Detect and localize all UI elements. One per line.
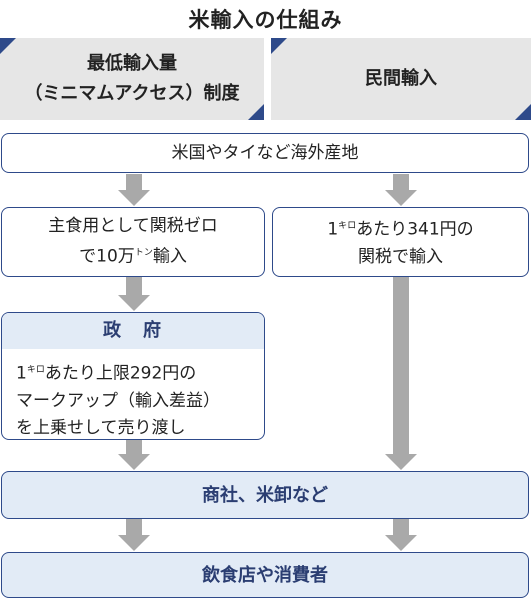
corner-triangle-decoration [271,38,287,54]
zero-tariff-line1: 主食用として関税ゼロ [48,216,218,237]
unit-n: ン [143,248,153,259]
tariff-341-box: 1キロあたり341円の 関税で輸入 [272,207,529,277]
government-box-title: 政 府 [2,313,264,349]
government-box: 政 府 1キロあたり上限292円の マークアップ（輸入差益） を上乗せして売り渡… [1,312,265,440]
government-line1: 1キロあたり上限292円の [16,357,250,388]
unit-ro: ロ [35,365,45,375]
trading-companies-label: 商社、米卸など [202,484,328,506]
unit-ki: キ [338,221,348,232]
government-line1-num: 1 [16,363,27,384]
arrow-trading-to-consumer-left [118,519,150,551]
tariff-341-line2: 関税で輸入 [358,246,443,267]
diagram-title: 米輸入の仕組み [188,8,343,32]
arrow-left-to-government [118,277,150,311]
zero-tariff-line2-end: 輸入 [152,246,187,267]
header-private-import: 民間輸入 [271,38,531,120]
header-minimum-access-line1: 最低輸入量 [86,53,177,74]
government-line1-text: あたり上限292円の [44,363,197,384]
corner-triangle-decoration [248,104,264,120]
unit-to: ト [134,248,144,259]
zero-tariff-line2-text: で10万 [79,246,135,267]
consumers-label: 飲食店や消費者 [202,564,328,586]
arrow-government-to-trading [118,440,150,470]
unit-ro: ロ [347,221,357,232]
consumers-box: 飲食店や消費者 [1,552,529,598]
arrow-source-to-left [118,174,150,206]
tariff-341-line1: 1キロあたり341円の [327,213,473,244]
arrow-source-to-right [385,174,417,206]
arrow-right-to-trading [385,277,417,470]
government-line2: マークアップ（輸入差益） [16,390,220,411]
corner-triangle-decoration [515,104,531,120]
header-minimum-access-line2: （ミニマムアクセス）制度 [24,83,240,104]
tariff-341-line1-text: あたり341円の [356,219,474,240]
header-minimum-access: 最低輸入量 （ミニマムアクセス）制度 [0,38,264,120]
unit-ki: キ [26,365,36,375]
zero-tariff-box: 主食用として関税ゼロ で10万トン輸入 [1,207,265,277]
tariff-341-line1-num: 1 [327,219,339,240]
header-private-import-label: 民間輸入 [365,68,437,89]
corner-triangle-decoration [0,38,16,54]
trading-companies-box: 商社、米卸など [1,471,529,519]
arrow-trading-to-consumer-right [385,519,417,551]
source-box: 米国やタイなど海外産地 [1,133,529,173]
zero-tariff-line2: で10万トン輸入 [48,240,218,271]
source-box-label: 米国やタイなど海外産地 [171,142,359,163]
government-line3: を上乗せして売り渡し [16,417,186,438]
